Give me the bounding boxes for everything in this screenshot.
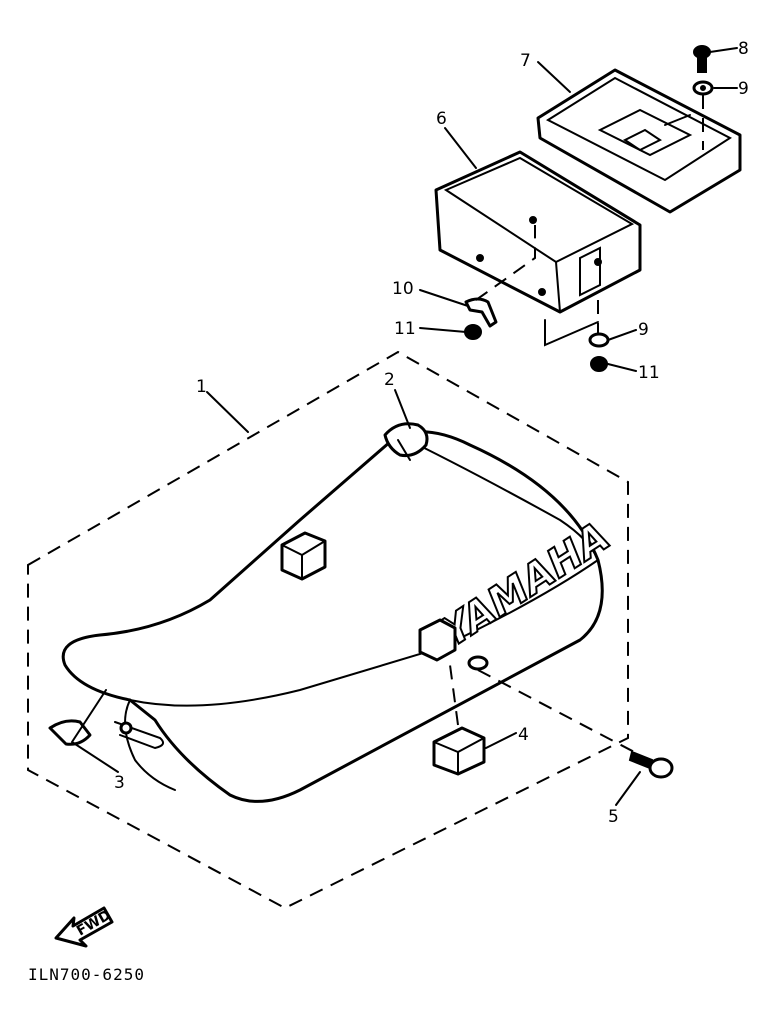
leader-lines xyxy=(71,47,738,806)
damper-block xyxy=(418,618,486,776)
callout-11-left: 11 xyxy=(394,319,416,339)
forward-direction-arrow: FWD xyxy=(54,906,114,948)
callout-7: 7 xyxy=(520,51,531,71)
callout-2: 2 xyxy=(384,370,395,390)
nut-right xyxy=(590,356,608,372)
callout-10: 10 xyxy=(392,279,414,299)
callout-1: 1 xyxy=(196,377,207,397)
seat-hook-bracket xyxy=(48,719,165,750)
seat-bushing xyxy=(467,655,489,671)
washer-right xyxy=(588,332,610,348)
cover-screw xyxy=(693,45,711,73)
callout-4: 4 xyxy=(518,725,529,745)
callout-11-right: 11 xyxy=(638,363,660,383)
svg-text:FWD: FWD xyxy=(74,907,114,939)
nut-left xyxy=(464,324,482,340)
callout-9-top: 9 xyxy=(738,79,749,99)
tool-box-cover xyxy=(536,68,742,214)
callout-5: 5 xyxy=(608,807,619,827)
reference-code: ILN700-6250 xyxy=(28,965,145,984)
callout-9-right: 9 xyxy=(638,320,649,340)
seat xyxy=(61,430,604,803)
callout-6: 6 xyxy=(436,109,447,129)
box-bracket xyxy=(464,297,498,328)
seat-clip xyxy=(383,422,429,461)
callout-8: 8 xyxy=(738,39,749,59)
tool-box xyxy=(434,150,642,314)
assembly-guide-lines xyxy=(449,95,704,756)
seat-bolt xyxy=(628,750,674,779)
callout-3: 3 xyxy=(114,773,125,793)
seat-assembly-boundary xyxy=(27,350,629,910)
